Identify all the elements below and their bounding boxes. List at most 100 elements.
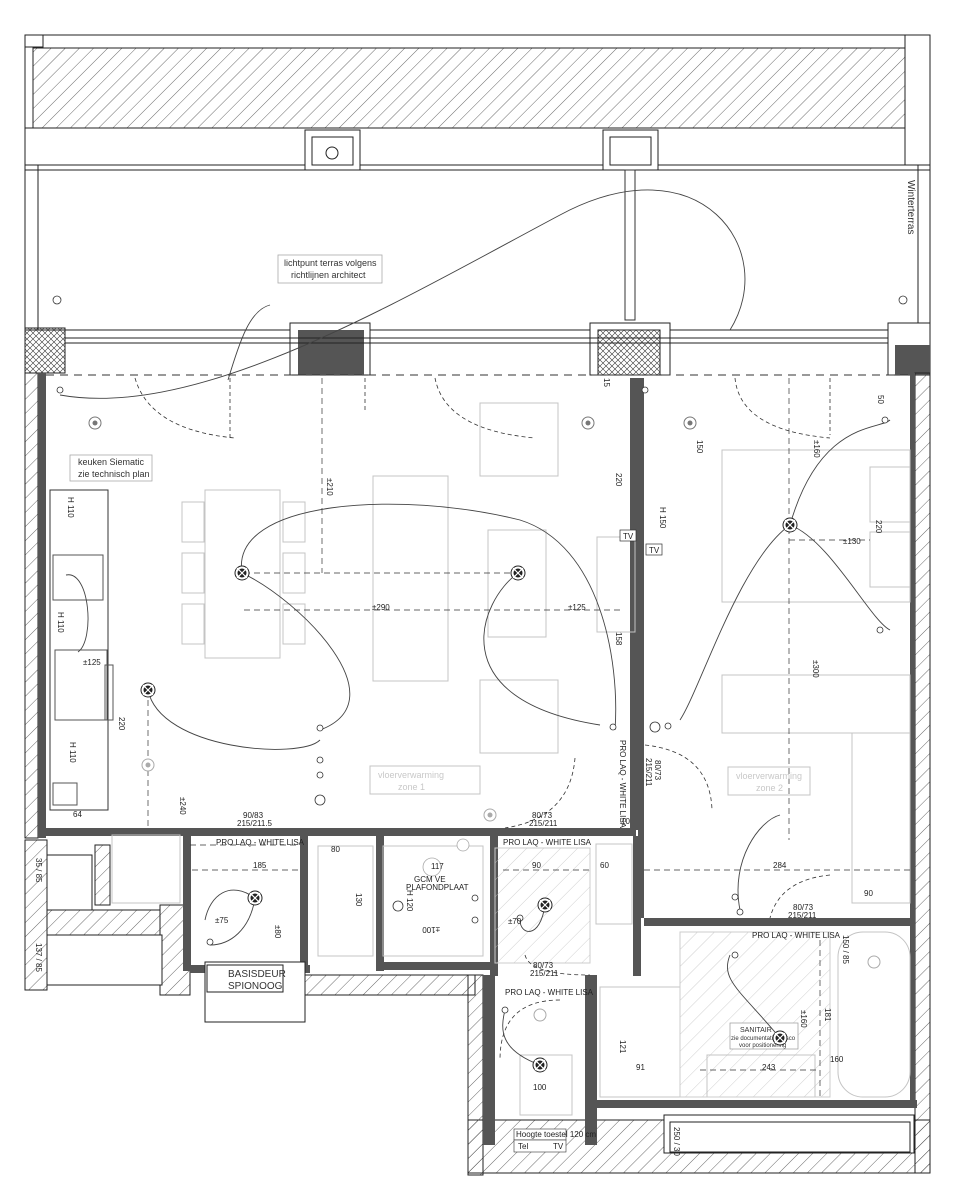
- terras-note-line1: lichtpunt terras volgens: [284, 258, 377, 268]
- tv-label-2: TV: [649, 546, 660, 555]
- dim-ao: 137 / 85: [34, 943, 43, 972]
- plafond-label: PLAFONDPLAAT: [406, 883, 469, 892]
- dim-ai: H 110: [66, 497, 75, 518]
- light-kitchen: [140, 682, 156, 698]
- dim-k: ±130: [843, 537, 861, 546]
- sanitair-line3: voor positionering: [739, 1043, 786, 1049]
- door1-size-2: 215/211.5: [237, 819, 273, 828]
- dim-u: 117: [431, 862, 444, 871]
- kitchen-block: keuken Siematic zie technisch plan: [49, 454, 153, 811]
- winter-terrace: Winterterras lichtpunt terras volgens ri…: [24, 34, 931, 331]
- spot-1: [88, 416, 102, 430]
- door4-size-2: 215/211: [788, 911, 817, 920]
- door2-size-1: 80/73: [532, 811, 553, 820]
- dim-b: ±290: [372, 603, 390, 612]
- door3-label: PRO LAQ - WHITE LISA: [618, 740, 627, 829]
- dim-as: ±160: [799, 1010, 808, 1028]
- door2-label: PRO LAQ - WHITE LISA: [503, 838, 592, 847]
- tel-label: Tel: [518, 1142, 528, 1151]
- door4-size-1: 80/73: [793, 903, 814, 912]
- door1-label: PRO LAQ - WHITE LISA: [216, 838, 305, 847]
- dim-z: 60: [600, 861, 609, 870]
- door5-label: PRO LAQ - WHITE LISA: [505, 988, 594, 997]
- entrance-label-1: BASISDEUR: [228, 969, 286, 980]
- dim-aj: H 150: [658, 507, 667, 529]
- gcm-label: GCM VE: [414, 875, 446, 884]
- spot-4: [141, 758, 155, 772]
- dim-y: 90: [532, 861, 541, 870]
- light-toilet: [532, 1057, 548, 1073]
- sanitair-line1: SANITAIR: [740, 1027, 772, 1034]
- zone2-label-2: zone 2: [756, 783, 783, 793]
- ceiling-dashes: [46, 374, 910, 1061]
- spot-3: [683, 416, 697, 430]
- dim-aa: 284: [773, 861, 787, 870]
- dim-s: ±75: [215, 916, 229, 925]
- dim-w: ±100: [422, 925, 440, 934]
- sanitair-line2: zie documentatie Desco: [731, 1036, 796, 1042]
- interior-walls: [46, 378, 917, 1154]
- dim-ag: 121: [618, 1040, 627, 1054]
- dim-f: 15: [602, 378, 611, 387]
- dim-q: 80: [331, 845, 340, 854]
- door4-label: PRO LAQ - WHITE LISA: [752, 931, 841, 940]
- door3-size-2: 215/211: [644, 758, 653, 787]
- light-points: [88, 416, 881, 1073]
- door3-size-1: 80/73: [653, 760, 662, 781]
- dim-i: ±160: [812, 440, 821, 458]
- dim-ar: 150 / 85: [841, 935, 850, 964]
- dim-n: ±240: [178, 797, 187, 815]
- tv-label-1: TV: [623, 532, 634, 541]
- kitchen-note-line1: keuken Siematic: [78, 457, 145, 467]
- door5-size-2: 215/211: [530, 969, 559, 978]
- dim-d: 220: [614, 473, 623, 487]
- dim-al: H 110: [68, 742, 77, 763]
- dim-ab: 90: [864, 889, 873, 898]
- terras-note-line2: richtlijnen architect: [291, 270, 366, 280]
- dim-aq: 10: [621, 817, 630, 826]
- facade-columns: [24, 322, 931, 376]
- light-storage: [537, 897, 553, 913]
- dim-an: 35 / 85: [34, 858, 43, 883]
- dim-h: 50: [876, 395, 885, 404]
- dim-ah: 100: [533, 1083, 547, 1092]
- switches: [52, 295, 908, 1014]
- dimension-texts: ±210 ±290 ±125 220 158 15 150 50 ±160 22…: [34, 378, 885, 1156]
- spot-7: [867, 955, 881, 969]
- winterterras-label: Winterterras: [905, 180, 916, 234]
- light-dining: [234, 565, 250, 581]
- dim-m: 220: [117, 717, 126, 731]
- dim-ac: 181: [823, 1008, 832, 1022]
- kitchen-note-line2: zie technisch plan: [78, 469, 150, 479]
- dim-ak: H 110: [56, 612, 65, 633]
- door-labels: 90/83 215/211.5 PRO LAQ - WHITE LISA 80/…: [216, 740, 841, 997]
- dim-t: ±80: [273, 925, 282, 939]
- dim-e: 158: [614, 632, 623, 646]
- dim-r: 130: [354, 893, 363, 907]
- bathroom-area: SANITAIR zie documentatie Desco voor pos…: [494, 847, 831, 1098]
- zone1-label-2: zone 1: [398, 782, 425, 792]
- dim-a: ±210: [325, 478, 334, 496]
- dim-o: 64: [73, 810, 82, 819]
- tv-boxes: TV TV Hoogte toestel 120 cm Tel TV GCM V…: [406, 529, 663, 1153]
- dim-af: 91: [636, 1063, 645, 1072]
- dim-g: 150: [695, 440, 704, 454]
- light-hall: [247, 890, 263, 906]
- dim-v: H 120: [405, 890, 414, 912]
- dim-x: ±70: [508, 917, 522, 926]
- spot-6: [533, 1008, 547, 1022]
- dim-ad: 243: [762, 1063, 776, 1072]
- zone2-label-1: vloerverwarming: [736, 771, 802, 781]
- door1-size-1: 90/83: [243, 811, 264, 820]
- door5-size-1: 80/73: [533, 961, 554, 970]
- spot-5: [483, 808, 497, 822]
- dimension-lines: [147, 378, 910, 1097]
- zone1-label-1: vloerverwarming: [378, 770, 444, 780]
- light-living: [510, 565, 526, 581]
- zone-labels: vloerverwarming zone 1 vloerverwarming z…: [378, 770, 802, 793]
- tv-label-3: TV: [553, 1142, 564, 1151]
- dim-am: ±125: [83, 658, 101, 667]
- entrance-label-2: SPIONOOG: [228, 981, 283, 992]
- dim-c: ±125: [568, 603, 586, 612]
